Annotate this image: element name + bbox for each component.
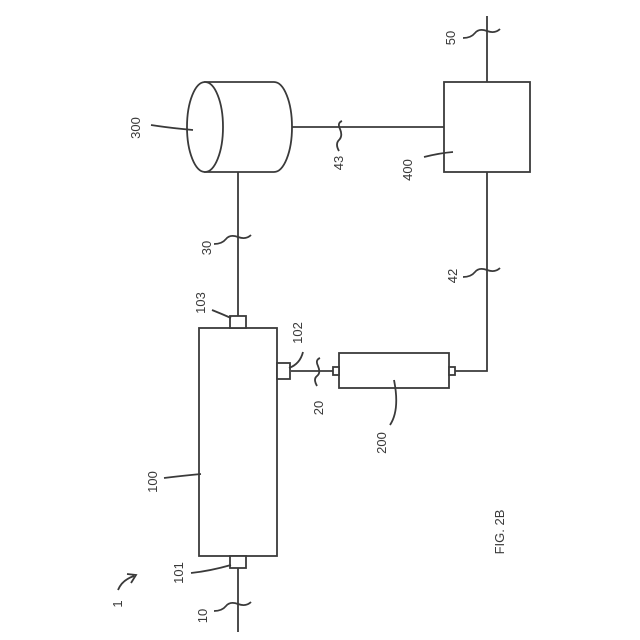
label-300: 300: [128, 117, 143, 139]
unit-200-right-nozzle: [449, 367, 455, 375]
squiggle-20: [315, 358, 320, 386]
squiggle-10: [214, 602, 251, 611]
label-system-1: 1: [110, 600, 125, 607]
label-200: 200: [374, 432, 389, 454]
label-43: 43: [331, 156, 346, 170]
label-30: 30: [199, 241, 214, 255]
label-101: 101: [171, 562, 186, 584]
port-102: [277, 363, 290, 379]
label-100: 100: [145, 471, 160, 493]
leader-102: [289, 352, 303, 368]
unit-400: [444, 82, 530, 172]
squiggle-43: [337, 121, 342, 151]
label-50: 50: [443, 31, 458, 45]
figure-caption: FIG. 2B: [492, 510, 507, 555]
label-10: 10: [195, 609, 210, 623]
squiggle-30: [214, 235, 251, 244]
port-101: [230, 556, 246, 568]
drum-300: [187, 82, 292, 172]
label-20: 20: [311, 401, 326, 415]
leader-101: [191, 565, 231, 573]
label-42: 42: [445, 269, 460, 283]
label-102: 102: [290, 322, 305, 344]
squiggle-50: [463, 29, 500, 38]
port-103: [230, 316, 246, 328]
squiggle-42: [463, 268, 500, 277]
label-103: 103: [193, 292, 208, 314]
leader-100: [164, 474, 201, 478]
unit-200-left-nozzle: [333, 367, 339, 375]
leader-103: [212, 310, 231, 318]
vessel-100: [199, 328, 277, 556]
label-400: 400: [400, 159, 415, 181]
